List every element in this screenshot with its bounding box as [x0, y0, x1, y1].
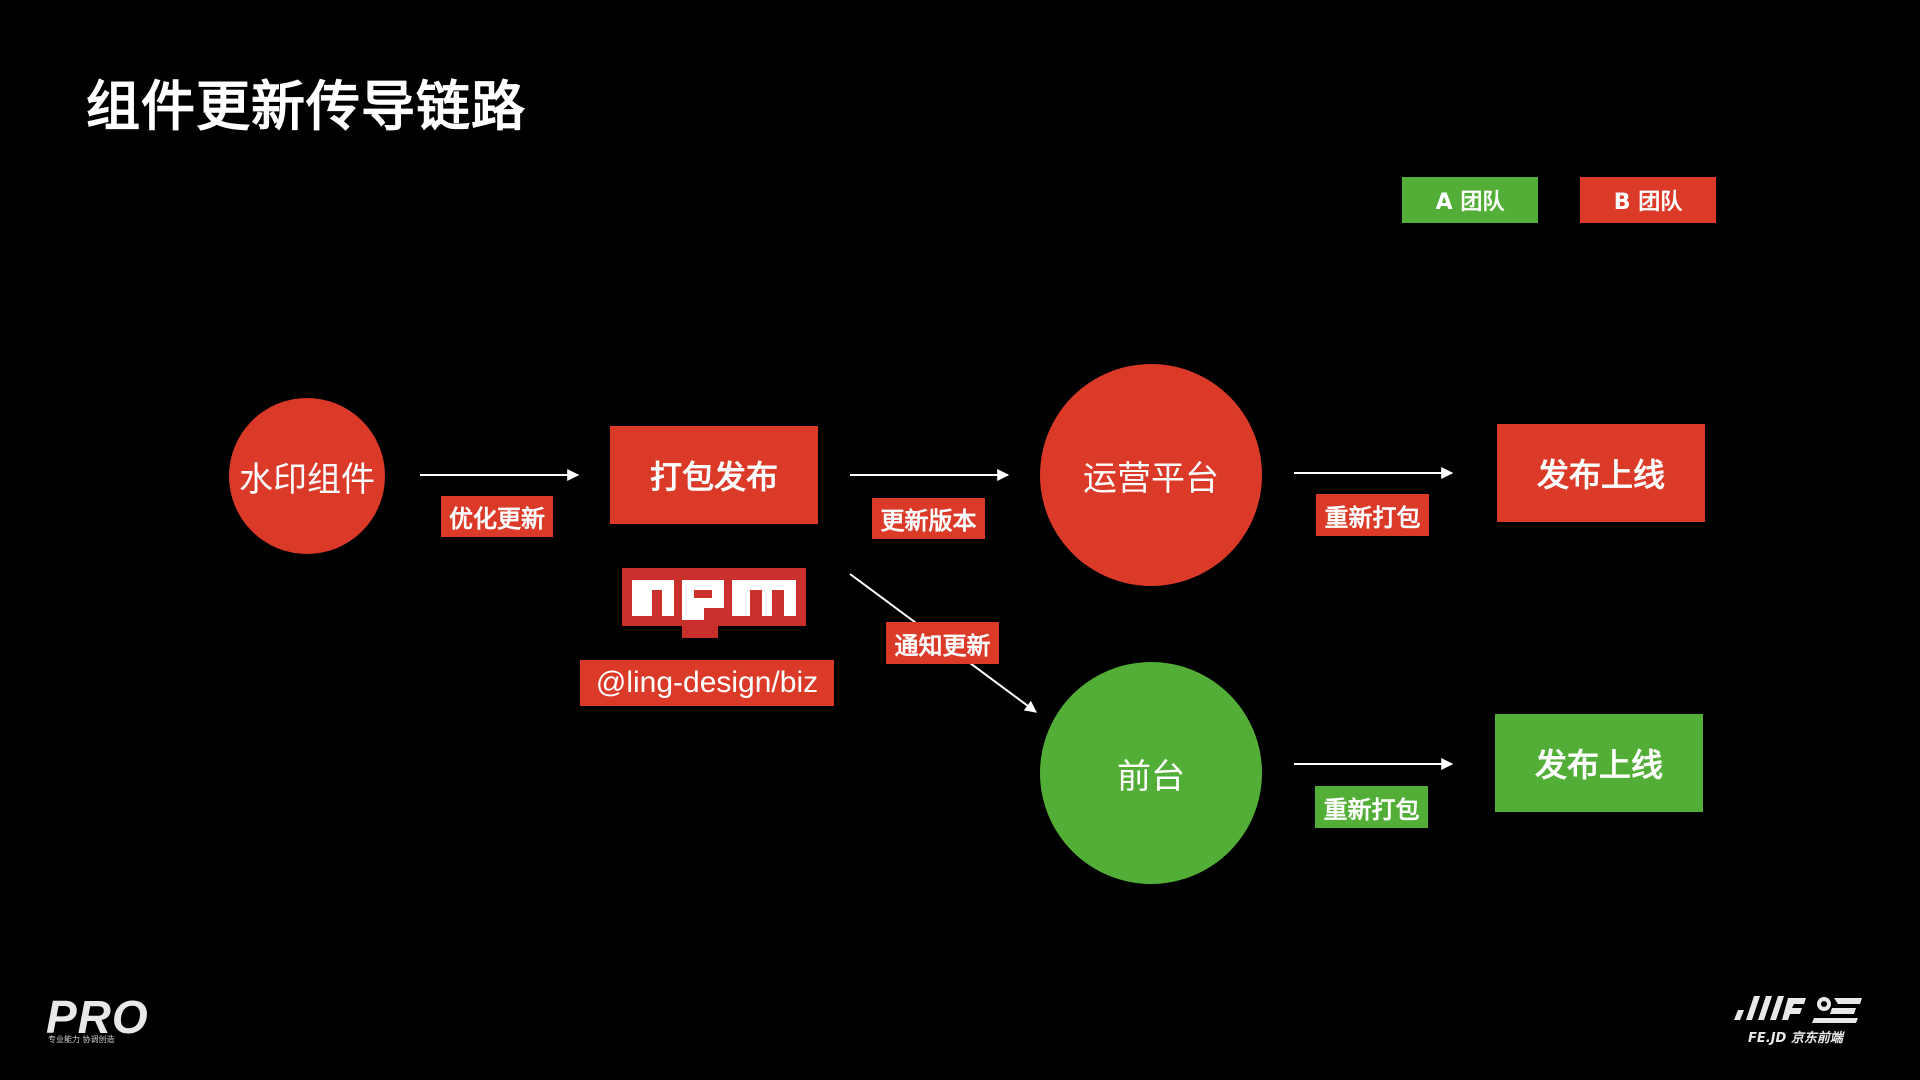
node-package-publish: 打包发布 — [610, 426, 818, 524]
brand-logo-pro: PRO — [46, 991, 149, 1043]
page-title: 组件更新传导链路 — [86, 75, 526, 138]
npm-package-name: @ling-design/biz — [580, 660, 834, 706]
brand-logo-jd-fe — [1734, 996, 1862, 1023]
node-frontend: 前台 — [1040, 662, 1262, 884]
legend-team-a: A 团队 — [1402, 177, 1538, 223]
npm-logo — [622, 568, 806, 638]
node-release-bottom: 发布上线 — [1495, 714, 1703, 812]
edge-label-update-version: 更新版本 — [872, 498, 985, 539]
edge-label-repackage-top: 重新打包 — [1316, 494, 1429, 536]
brand-logo-pro-tagline: 专业能力 协调创造 — [48, 1035, 115, 1044]
edge-label-notify: 通知更新 — [886, 622, 999, 664]
node-release-top: 发布上线 — [1497, 424, 1705, 522]
legend-team-b: B 团队 — [1580, 177, 1716, 223]
edge-label-optimize: 优化更新 — [441, 496, 553, 537]
node-ops-platform: 运营平台 — [1040, 364, 1262, 586]
edge-label-repackage-bottom: 重新打包 — [1315, 786, 1428, 828]
brand-logo-jd-fe-tagline: FE.JD 京东前端 — [1748, 1031, 1843, 1046]
node-watermark-component: 水印组件 — [229, 398, 385, 554]
